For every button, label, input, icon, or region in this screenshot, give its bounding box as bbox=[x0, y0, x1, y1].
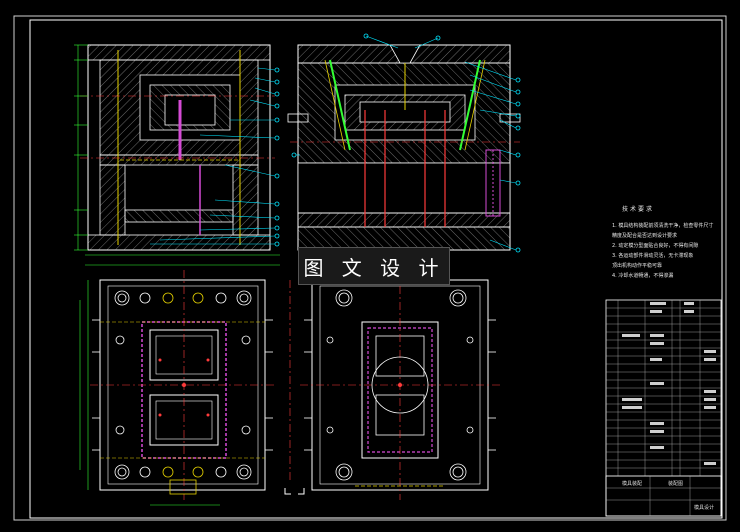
banner-title: 图 文 设 计 bbox=[303, 255, 445, 280]
technical-note-line: 3. 各运动部件滑动灵活，无卡滞现象 bbox=[612, 253, 694, 259]
title-block bbox=[605, 299, 722, 517]
technical-note-line: 4. 冷却水道畅通，不得渗漏 bbox=[612, 273, 674, 279]
title-block-cell-b: 装配图 bbox=[668, 481, 684, 487]
title-block-cell-c: 模具设计 bbox=[694, 505, 715, 511]
technical-notes: 技术要求 1. 模具结构装配前须清洗干净，检查零件尺寸 精度及配合是否达到设计要… bbox=[612, 205, 720, 281]
sheet-outer-border bbox=[13, 15, 727, 521]
plan-view-moving-half bbox=[79, 254, 280, 506]
technical-note-line: 1. 模具结构装配前须清洗干净，检查零件尺寸 bbox=[612, 223, 714, 229]
technical-note-line: 精度及配合是否达到设计要求 bbox=[612, 233, 678, 239]
plan-view-fixed-half bbox=[284, 270, 500, 500]
technical-note-line: 2. 动定模分型面贴合良好，不得有间隙 bbox=[612, 243, 699, 249]
title-block-cell-a: 模具装配 bbox=[622, 481, 643, 487]
section-view-right bbox=[287, 33, 521, 253]
section-view-left bbox=[74, 44, 280, 251]
technical-notes-heading: 技术要求 bbox=[622, 206, 655, 213]
drawing-title-banner: 图 文 设 计 bbox=[298, 247, 450, 285]
sheet-inner-border bbox=[29, 19, 723, 519]
technical-note-line: 顶出机构动作平稳可靠 bbox=[612, 263, 663, 269]
